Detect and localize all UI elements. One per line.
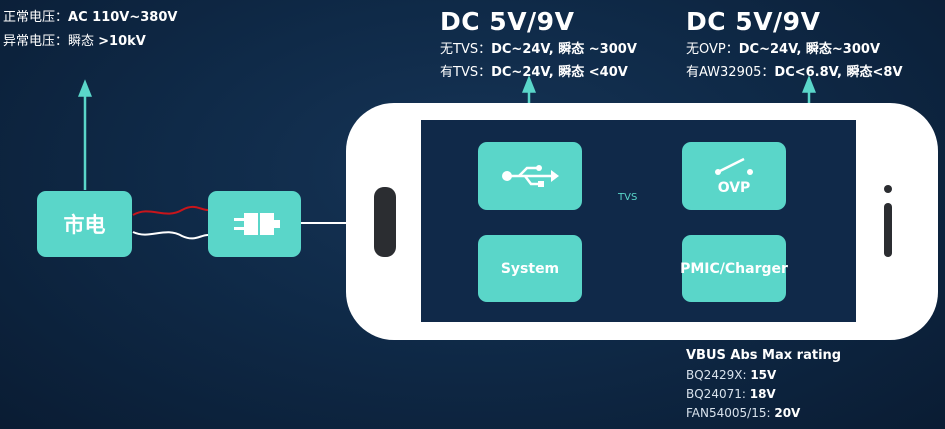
usb-spec-title: DC 5V/9V bbox=[440, 7, 575, 36]
ovp-block: OVP bbox=[682, 142, 786, 210]
plug-block bbox=[208, 191, 301, 257]
phone-camera-dot bbox=[884, 185, 892, 193]
vbus-row: FAN54005/15: 20V bbox=[686, 406, 801, 420]
ovp-label: OVP bbox=[717, 180, 751, 196]
mains-normal-line: 正常电压：AC 110V~380V bbox=[3, 10, 178, 25]
vbus-row: BQ2429X: 15V bbox=[686, 368, 777, 382]
ac-wire-live bbox=[132, 205, 209, 216]
usb-block bbox=[478, 142, 582, 210]
ovp-spec-line1: 无OVP：DC~24V, 瞬态~300V bbox=[686, 42, 881, 57]
phone-speaker bbox=[884, 203, 892, 257]
usb-port bbox=[374, 187, 396, 257]
usb-icon bbox=[502, 165, 559, 187]
ovp-spec-title: DC 5V/9V bbox=[686, 7, 821, 36]
ovp-spec-line2: 有AW32905：DC<6.8V, 瞬态<8V bbox=[686, 65, 903, 80]
switch-icon bbox=[715, 157, 753, 175]
usb-spec-line1: 无TVS：DC~24V, 瞬态 ~300V bbox=[440, 42, 637, 57]
ac-wire-neutral bbox=[132, 231, 209, 240]
vbus-row: BQ24071: 18V bbox=[686, 387, 776, 401]
mains-abnormal-line: 异常电压：瞬态 >10kV bbox=[3, 34, 146, 49]
pmic-charger-block: PMIC/Charger bbox=[680, 235, 788, 302]
system-block: System bbox=[478, 235, 582, 302]
vbus-title: VBUS Abs Max rating bbox=[686, 348, 842, 363]
usb-spec-line2: 有TVS：DC~24V, 瞬态 <40V bbox=[440, 65, 628, 80]
plug-icon bbox=[233, 213, 280, 235]
tvs-label: TVS bbox=[618, 192, 638, 203]
mains-block: 市电 bbox=[37, 191, 132, 257]
